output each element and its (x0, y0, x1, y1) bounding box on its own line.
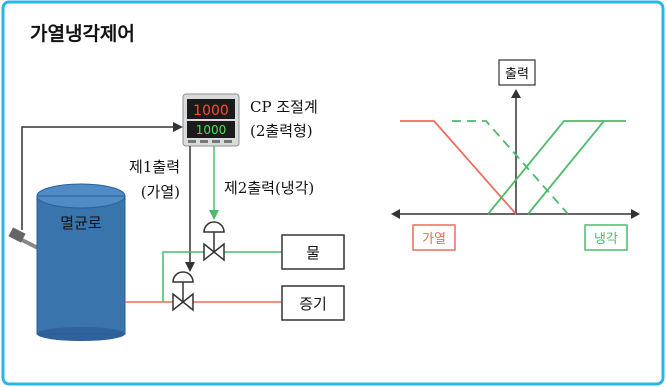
output2-arrowhead (209, 210, 219, 220)
graph-x-axis-left-arrow (391, 209, 400, 219)
cooling-output-line-2 (527, 120, 605, 215)
steam-valve (172, 271, 194, 312)
controller-label-line1: CP 조절계 (250, 98, 318, 116)
diagram-title: 가열냉각제어 (30, 23, 135, 45)
graph-y-label: 출력 (505, 67, 529, 82)
controller-display-top: 1000 (193, 103, 229, 119)
sterilizer-tank (36, 183, 126, 341)
output2-label: 제2출력(냉각) (224, 179, 314, 197)
cp-controller (182, 93, 240, 147)
heating-label: 가열 (422, 232, 446, 247)
temperature-sensor-head (8, 227, 26, 243)
graph-x-axis-right-arrow (631, 209, 640, 219)
steam-source-box (281, 285, 345, 321)
output1-label-line2: (가열) (141, 183, 180, 201)
steam-label: 증기 (299, 295, 327, 313)
graph-y-axis-arrow (511, 89, 521, 98)
cooling-label-box (584, 224, 628, 251)
tank-label: 멸균로 (60, 214, 102, 232)
controller-display-bottom: 1000 (196, 123, 227, 137)
water-label: 물 (306, 244, 320, 262)
sensor-feedback-line (21, 126, 175, 230)
output1-label-line1: 제1출력 (129, 158, 180, 176)
sensor-feedback-arrowhead (173, 122, 183, 132)
output-graph (391, 89, 640, 219)
water-valve (203, 221, 225, 262)
cooling-output-line-1 (487, 120, 626, 215)
water-source-box (281, 234, 345, 270)
output1-arrowhead (185, 262, 195, 272)
water-pipe (162, 251, 282, 302)
controller-label-line2: (2출력형) (250, 122, 313, 140)
graph-y-label-box (498, 59, 536, 86)
cooling-output-line-dashed (452, 120, 569, 215)
heating-label-box (412, 224, 456, 251)
cooling-label: 냉각 (594, 232, 618, 247)
heating-output-line (400, 120, 517, 215)
